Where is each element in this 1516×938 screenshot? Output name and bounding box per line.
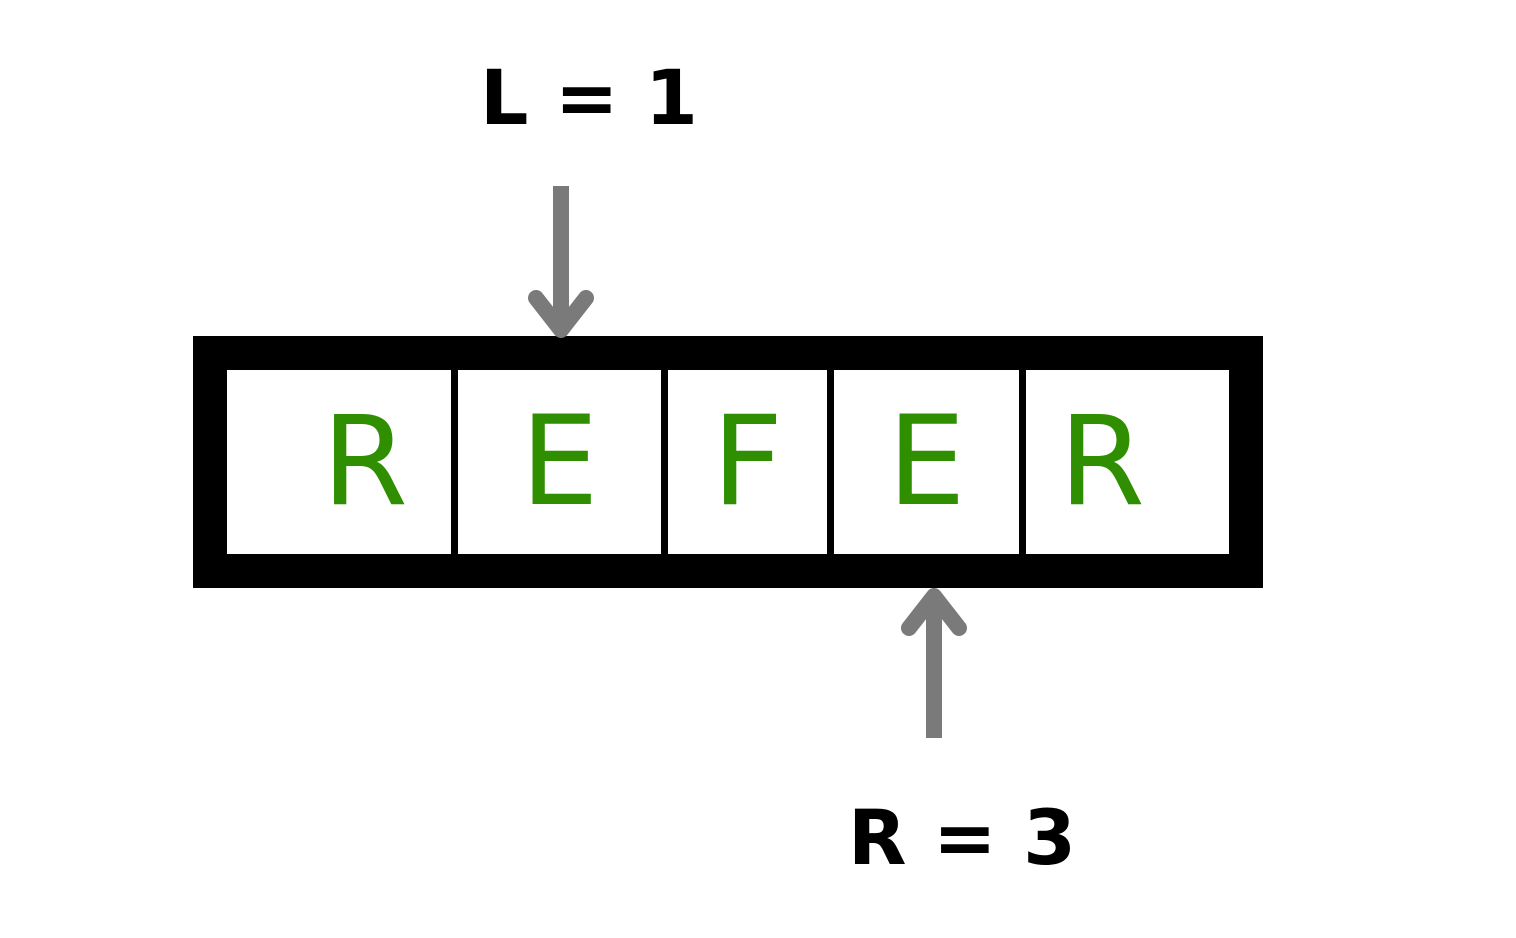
- cell-divider: [451, 340, 458, 588]
- array-cell-2: F: [711, 390, 784, 534]
- cell-divider: [661, 340, 668, 588]
- left-pointer-arrow-icon: [528, 186, 594, 338]
- cell-divider: [827, 340, 834, 588]
- left-pointer-label: L = 1: [480, 53, 698, 142]
- array-cell-4: R: [1058, 390, 1146, 534]
- array-box: [193, 336, 1263, 588]
- array-cell-1: E: [520, 390, 599, 534]
- array-cell-0: R: [321, 390, 409, 534]
- cell-divider: [1019, 340, 1026, 588]
- right-pointer-arrow-icon: [901, 588, 967, 738]
- right-pointer-label: R = 3: [848, 793, 1076, 882]
- array-cell-3: E: [887, 390, 966, 534]
